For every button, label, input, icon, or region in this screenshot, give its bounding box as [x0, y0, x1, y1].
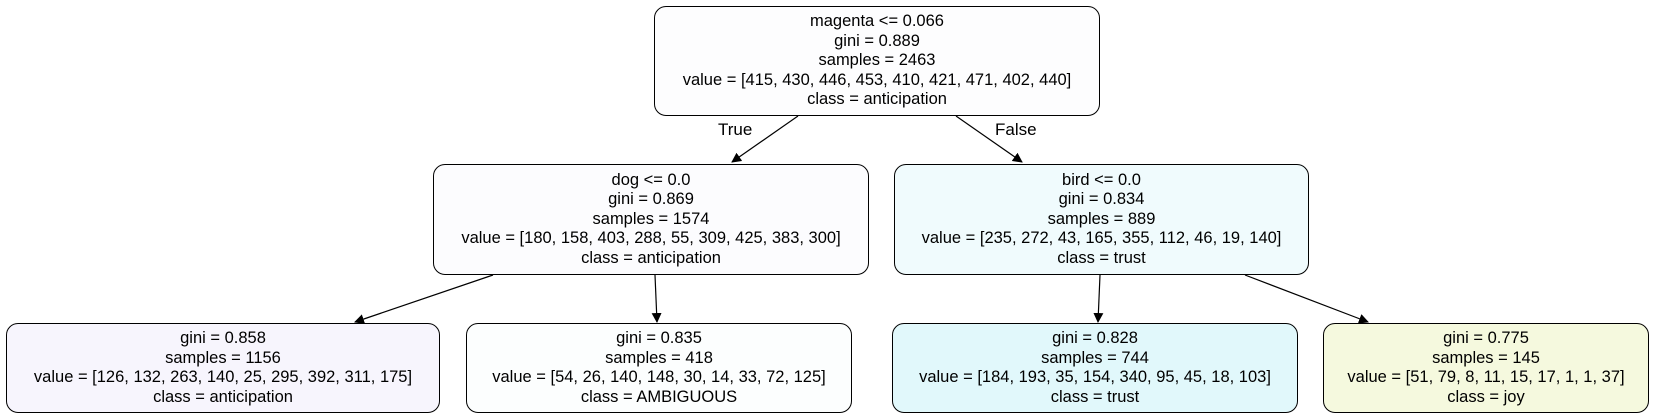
tree-leaf-rr: gini = 0.775 samples = 145 value = [51, … [1323, 323, 1649, 413]
node-gini: gini = 0.835 [616, 329, 702, 347]
node-samples: samples = 1156 [165, 348, 281, 367]
node-class: class = trust [1050, 387, 1140, 406]
node-value: value = [415, 430, 446, 453, 410, 421, 4… [682, 70, 1072, 89]
node-value: value = [180, 158, 403, 288, 55, 309, 42… [461, 229, 841, 248]
node-samples: samples = 889 [1047, 209, 1156, 228]
edge-right-rr [1244, 274, 1369, 324]
node-class: class = anticipation [581, 248, 721, 267]
node-split: bird <= 0.0 [1062, 170, 1141, 189]
node-class: class = joy [1447, 387, 1525, 406]
node-samples: samples = 2463 [818, 51, 936, 70]
node-samples: samples = 744 [1041, 348, 1149, 367]
node-value: value = [54, 26, 140, 148, 30, 14, 33, 7… [492, 368, 826, 386]
node-value: value = [235, 272, 43, 165, 355, 112, 46… [921, 229, 1282, 248]
node-split: magenta <= 0.066 [810, 12, 944, 31]
edge-left-lr [651, 274, 662, 323]
node-samples: samples = 1574 [592, 209, 710, 228]
edge-root-right [955, 115, 1023, 163]
tree-leaf-rl: gini = 0.828 samples = 744 value = [184,… [892, 323, 1298, 413]
edge-label-true: True [718, 120, 753, 139]
tree-leaf-lr: gini = 0.835 samples = 418 value = [54, … [466, 323, 852, 413]
node-gini: gini = 0.858 [180, 329, 266, 347]
node-samples: samples = 145 [1432, 348, 1540, 367]
node-class: class = anticipation [807, 90, 947, 109]
edge-root-left [731, 115, 799, 163]
edge-label-false: False [995, 120, 1037, 139]
node-class: class = AMBIGUOUS [580, 387, 738, 406]
edge-right-rl [1093, 274, 1104, 323]
node-gini: gini = 0.869 [608, 190, 694, 209]
node-value: value = [126, 132, 263, 140, 25, 295, 39… [33, 368, 413, 386]
tree-node-left: dog <= 0.0 gini = 0.869 samples = 1574 v… [433, 164, 869, 275]
node-gini: gini = 0.834 [1058, 190, 1145, 209]
tree-node-right: bird <= 0.0 gini = 0.834 samples = 889 v… [894, 164, 1309, 275]
node-value: value = [51, 79, 8, 11, 15, 17, 1, 1, 37… [1347, 368, 1625, 386]
node-class: class = anticipation [153, 387, 293, 406]
node-gini: gini = 0.889 [834, 31, 920, 50]
node-value: value = [184, 193, 35, 154, 340, 95, 45,… [919, 368, 1271, 386]
edge-left-ll [354, 274, 494, 324]
node-split: dog <= 0.0 [611, 170, 691, 189]
tree-leaf-ll: gini = 0.858 samples = 1156 value = [126… [6, 323, 440, 413]
tree-node-root: magenta <= 0.066 gini = 0.889 samples = … [654, 6, 1100, 116]
node-class: class = trust [1057, 248, 1146, 267]
node-samples: samples = 418 [605, 348, 713, 367]
node-gini: gini = 0.828 [1052, 329, 1138, 347]
node-gini: gini = 0.775 [1443, 329, 1529, 347]
